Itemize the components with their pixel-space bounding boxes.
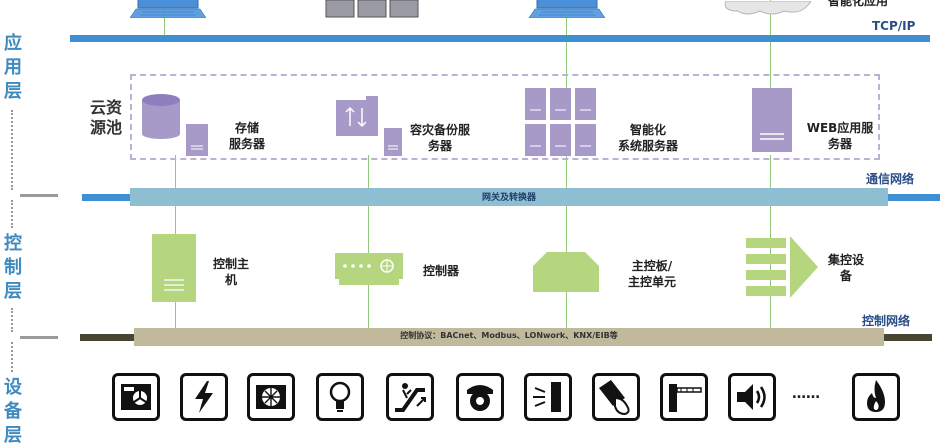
smart-label-line1: 智能化 — [629, 123, 666, 137]
camera-icon — [456, 373, 504, 421]
connector-line — [770, 0, 771, 38]
backup-label-line1: 容灾备份服 — [409, 123, 470, 137]
storage-label-line1: 存储 — [234, 121, 259, 135]
layer-divider-dots-2 — [11, 200, 16, 228]
backup-server-icon — [384, 128, 402, 156]
server-rack-icon — [324, 0, 420, 18]
more-devices-ellipsis: …… — [792, 386, 820, 402]
cloud-pool-label: 云资 源池 — [84, 98, 128, 138]
storage-database-icon — [140, 92, 184, 140]
cloud-pool-label-line1: 云资 — [89, 98, 122, 117]
tcpip-label: TCP/IP — [872, 19, 916, 33]
layer-divider-1 — [20, 194, 58, 197]
mainboard-line1: 主控板/ — [631, 259, 673, 273]
hvac-fan-icon — [112, 373, 160, 421]
main-control-board-label: 主控板/ 主控单元 — [614, 258, 690, 290]
cloud-pool-label-line2: 源池 — [89, 118, 122, 137]
door-icon — [524, 373, 572, 421]
connector-line — [566, 42, 567, 90]
cloud-icon — [720, 0, 816, 15]
escalator-icon — [386, 373, 434, 421]
controller-icon — [335, 253, 403, 287]
central-line2: 备 — [839, 269, 852, 283]
control-layer-text: 控制层 — [4, 233, 22, 302]
web-label-line1: WEB应用服 — [806, 121, 874, 135]
control-layer-label: 控制层 — [2, 232, 24, 304]
storage-server-icon — [186, 124, 208, 156]
main-control-board-icon — [533, 252, 599, 292]
computer-icon — [128, 0, 208, 19]
gateway-label: 网关及转换器 — [481, 193, 536, 203]
backup-label-line2: 务器 — [427, 139, 452, 153]
smart-app-label: 智能化应用 — [828, 0, 889, 8]
connector-line — [566, 0, 567, 38]
control-host-line2: 机 — [224, 273, 237, 287]
backup-server-label: 容灾备份服 务器 — [402, 122, 478, 154]
valve-icon — [247, 373, 295, 421]
layer-divider-dots-3 — [11, 308, 16, 332]
card-reader-icon — [592, 373, 640, 421]
control-host-label: 控制主 机 — [206, 256, 256, 288]
fire-icon — [852, 373, 900, 421]
smart-label-line2: 系统服务器 — [617, 139, 678, 153]
central-line1: 集控设 — [827, 253, 864, 267]
layer-divider-dots-4 — [11, 342, 16, 372]
connector-line — [368, 155, 369, 333]
app-layer-text: 应用层 — [4, 33, 22, 102]
smart-system-server-label: 智能化 系统服务器 — [608, 122, 688, 154]
cloud-resource-pool — [130, 74, 880, 160]
barrier-gate-icon — [660, 373, 708, 421]
lightbulb-icon — [316, 373, 364, 421]
backup-folder-icon — [336, 96, 380, 138]
gateway-converter-bar — [130, 188, 888, 206]
protocol-label: 控制协议：BACnet、Modbus、LONwork、KNX/EIB等 — [400, 331, 618, 340]
layer-divider-dots-1 — [11, 110, 16, 190]
layer-divider-2 — [20, 336, 58, 339]
storage-label-line2: 服务器 — [228, 137, 265, 151]
speaker-icon — [728, 373, 776, 421]
web-label-line2: 务器 — [827, 137, 852, 151]
web-server-label: WEB应用服 务器 — [800, 120, 880, 152]
lightning-icon — [180, 373, 228, 421]
computer-icon — [527, 0, 607, 19]
controller-label: 控制器 — [422, 264, 459, 278]
device-layer-label: 设备层 — [2, 376, 24, 448]
web-server-icon — [752, 88, 792, 152]
control-host-line1: 控制主 — [212, 257, 249, 271]
comm-network-label: 通信网络 — [866, 172, 915, 186]
device-layer-text: 设备层 — [4, 377, 22, 446]
protocol-bar — [134, 328, 884, 346]
mainboard-line2: 主控单元 — [627, 275, 676, 289]
connector-line — [770, 42, 771, 90]
tcpip-bus — [70, 35, 930, 42]
connector-line — [164, 0, 165, 38]
central-control-device-label: 集控设 备 — [818, 252, 874, 284]
central-control-device-icon — [746, 236, 818, 298]
control-network-label: 控制网络 — [862, 314, 911, 328]
storage-server-label: 存储 服务器 — [222, 120, 272, 152]
connector-line — [566, 155, 567, 333]
control-host-icon — [152, 234, 196, 302]
app-layer-label: 应用层 — [2, 32, 24, 104]
smart-server-cluster-icon — [525, 88, 597, 158]
